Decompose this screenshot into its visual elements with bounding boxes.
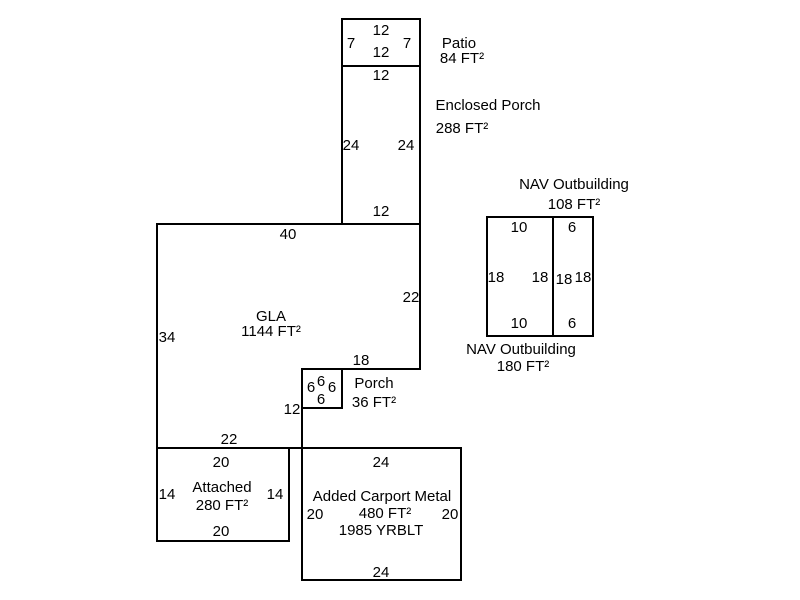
outbuilding-a-label: NAV Outbuilding [466,341,576,358]
enclosed-porch-area: 288 FT² [436,120,489,137]
outbuilding-b-label: NAV Outbuilding [519,176,629,193]
carport-dim-left: 20 [307,506,324,523]
outbuilding-a-dim-bottom: 10 [511,315,528,332]
gla-area: 1144 FT² [241,323,301,340]
patio-label: Patio [442,35,476,52]
enclosed-porch-dim-top: 12 [373,67,390,84]
gla-label: GLA [256,308,286,325]
porch-dim-bottom: 6 [317,391,325,408]
outbuilding-a-dim-left: 18 [488,269,505,286]
outbuilding-outline [486,216,594,337]
carport-label: Added Carport Metal [313,488,451,505]
gla-dim-bottom: 22 [221,431,238,448]
outbuilding-b-dim-top: 6 [568,219,576,236]
carport-year-built: 1985 YRBLT [339,522,424,539]
carport-outline [301,447,462,581]
patio-dim-bottom: 12 [373,44,390,61]
outbuilding-a-area: 180 FT² [497,358,550,375]
enclosed-porch-dim-left: 24 [343,137,360,154]
outbuilding-a-dim-right: 18 [532,269,549,286]
gla-dim-left: 34 [159,329,176,346]
patio-dim-top: 12 [373,22,390,39]
outbuilding-b-dim-bottom: 6 [568,315,576,332]
gla-dim-right: 22 [403,289,420,306]
attached-dim-left: 14 [159,486,176,503]
porch-dim-top: 6 [317,373,325,390]
patio-dim-left: 7 [347,35,355,52]
gla-dim-inner: 12 [284,401,301,418]
carport-dim-right: 20 [442,506,459,523]
attached-dim-bottom: 20 [213,523,230,540]
porch-dim-left: 6 [307,379,315,396]
attached-dim-right: 14 [267,486,284,503]
porch-dim-right: 6 [328,379,336,396]
carport-area: 480 FT² [359,505,412,522]
carport-dim-bottom: 24 [373,564,390,581]
attached-label: Attached [192,479,251,496]
outbuilding-a-dim-top: 10 [511,219,528,236]
enclosed-porch-dim-bottom: 12 [373,203,390,220]
outbuilding-b-dim-left: 18 [556,271,573,288]
attached-area: 280 FT² [196,497,249,514]
enclosed-porch-label: Enclosed Porch [435,97,540,114]
carport-dim-top: 24 [373,454,390,471]
enclosed-porch-dim-right: 24 [398,137,415,154]
porch-label: Porch [354,375,393,392]
outbuilding-b-area: 108 FT² [548,196,601,213]
gla-dim-top: 40 [280,226,297,243]
attached-dim-top: 20 [213,454,230,471]
porch-area: 36 FT² [352,394,396,411]
patio-dim-right: 7 [403,35,411,52]
outbuilding-b-dim-right: 18 [575,269,592,286]
gla-dim-step: 18 [353,352,370,369]
attached-outline [156,447,290,542]
patio-area: 84 FT² [440,50,484,67]
porch-outline [301,368,343,409]
